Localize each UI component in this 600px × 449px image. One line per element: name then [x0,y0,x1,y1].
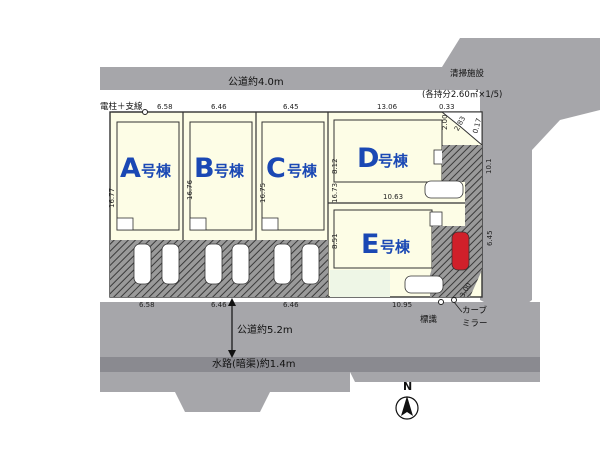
mirror-marker [451,297,457,303]
car-d [424,180,464,199]
unit-d-letter: D [357,143,379,174]
house-b [189,121,253,231]
dim-e-right: 6.45 [486,230,494,246]
road-width-arrow [228,298,236,358]
dim-b-top: 6.46 [211,103,227,111]
dim-c-right: 16.73 [331,183,339,203]
dim-b-right: 16.75 [259,183,267,203]
unit-b-suffix: 号棟 [214,162,245,180]
cars [133,180,470,294]
parking-d [442,145,482,203]
dim-c-top: 6.45 [283,103,299,111]
waterway [100,357,540,372]
sign-label: 標識 [420,314,438,325]
dim-d-left: 8.12 [331,158,339,174]
south-road [100,302,540,357]
south-right-strip [350,372,540,382]
dim-c-bottom: 6.46 [283,301,299,309]
unit-b-letter: B [194,153,215,184]
dim-d-bottom: 10.63 [383,193,403,201]
dimension-labels: 6.58 6.46 6.45 13.06 0.33 2.83 0.17 2.00… [108,103,494,309]
dim-b-bottom: 6.46 [211,301,227,309]
mirror-leader [453,301,463,313]
north-road [100,67,442,90]
house-a [116,121,180,231]
car-e-red [451,231,470,271]
dim-e-left: 8.51 [331,233,339,249]
pole-marker [112,109,148,115]
unit-d-suffix: 号棟 [378,152,409,170]
dim-g-right: 0.17 [471,117,483,134]
dim-g-top: 0.33 [439,103,455,111]
unit-c-suffix: 号棟 [287,162,318,180]
south-road-label: 公道約5.2m [237,323,293,336]
north-arrow-icon [401,396,413,416]
dim-a-bottom: 6.58 [139,301,155,309]
unit-c-letter: C [266,153,286,184]
house-c [261,121,325,231]
car-a1 [133,243,152,285]
car-a2 [161,243,180,285]
north-arrow: N [395,380,419,420]
mirror-label-2: ミラー [462,319,488,329]
unit-e-letter: E [361,229,379,260]
garbage-label: 清掃施設 [450,68,485,79]
north-label: N [403,380,412,393]
pole-label: 電柱＋支線 [100,101,143,112]
dim-a-left: 16.77 [108,188,116,208]
car-b2 [231,243,250,285]
car-c1 [273,243,292,285]
car-c2 [301,243,320,285]
unit-e-suffix: 号棟 [380,238,411,256]
house-d [333,119,447,183]
unit-a-letter: A [120,153,141,184]
unit-c-label: C 号棟 [266,153,318,184]
car-b1 [204,243,223,285]
unit-e-label: E 号棟 [361,229,411,260]
dim-a-right: 16.76 [186,179,194,200]
dim-e-bottom: 10.95 [392,301,412,309]
dim-g-left: 2.00 [441,114,449,130]
dim-d-right: 10.1 [485,158,493,174]
south-lower-road [100,372,350,412]
unit-a-suffix: 号棟 [141,162,172,180]
dim-d-top: 13.06 [377,103,398,111]
unit-a-label: A 号棟 [120,153,172,184]
waterway-label: 水路(暗渠)約1.4m [212,357,295,370]
unit-d-label: D 号棟 [357,143,409,174]
mirror-label-1: カーブ [462,305,487,316]
garbage-share-label: (各持分2.60㎡×1/5) [422,89,502,100]
car-e-white [404,275,444,294]
north-road-label: 公道約4.0m [228,75,284,88]
unit-b-label: B 号棟 [194,153,245,184]
roads [100,38,600,412]
sign-marker [438,299,444,305]
e-garden [330,270,390,297]
dim-a-top: 6.58 [157,103,173,111]
